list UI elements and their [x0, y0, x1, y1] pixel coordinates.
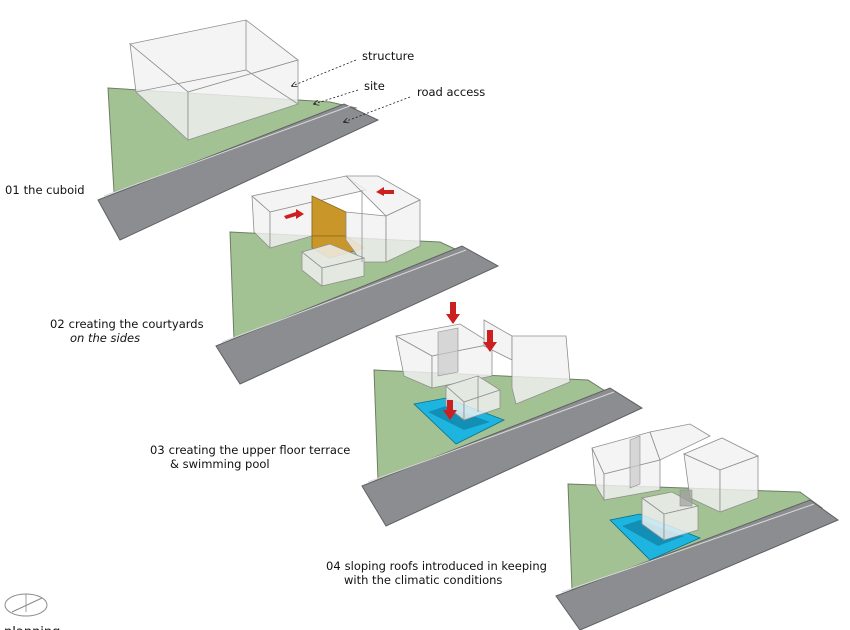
terrace-arrow-1: [446, 302, 460, 324]
road-edge: [103, 105, 351, 197]
footer-text: planning: [4, 625, 60, 630]
step-03-sublabel: & swimming pool: [170, 457, 270, 471]
step-02-model: [215, 175, 500, 385]
step-01-model: [97, 19, 380, 241]
footer: planning: [4, 593, 60, 630]
callout-structure: structure: [362, 49, 414, 63]
callouts: structure site road access: [292, 49, 485, 122]
step-03-model: [361, 302, 644, 527]
compass-logo-icon: [4, 593, 48, 617]
sloped-roof-massing: [591, 423, 760, 541]
step-04-sublabel: with the climatic conditions: [344, 573, 502, 587]
courtyard-massing: [251, 175, 421, 287]
road: [97, 103, 380, 241]
step-02-sublabel: on the sides: [70, 331, 140, 345]
terrace-arrow-3: [443, 400, 457, 420]
cuboid-structure: [129, 19, 299, 141]
courtyard-arrow-left: [284, 209, 304, 219]
terrace-massing: [394, 319, 571, 421]
callout-site: site: [364, 79, 385, 93]
terrace-arrow-2: [483, 330, 497, 352]
step-04-model: [555, 423, 840, 630]
callout-road-access: road access: [417, 85, 485, 99]
courtyard-arrow-right: [376, 187, 394, 196]
